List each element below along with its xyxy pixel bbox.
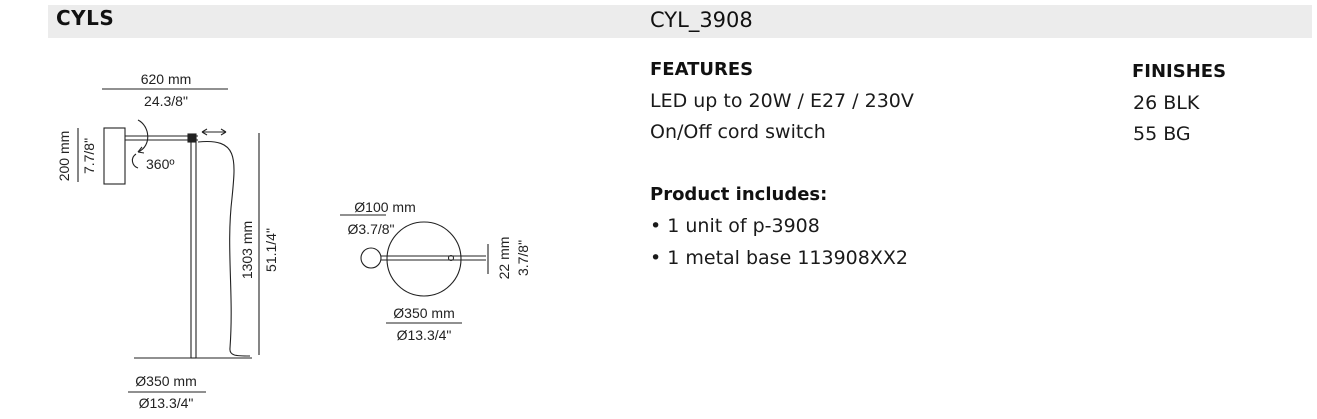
finish-item: 26 BLK: [1133, 92, 1200, 114]
includes-title: Product includes:: [650, 184, 828, 205]
feature-line: On/Off cord switch: [650, 121, 826, 143]
height-in-label: 51.1/4": [263, 228, 279, 272]
features-title: FEATURES: [650, 59, 754, 80]
arm-mm-label: 620 mm: [141, 71, 192, 87]
finish-item: 55 BG: [1133, 123, 1191, 145]
height-mm-label: 1303 mm: [239, 221, 255, 279]
top-head-in-label: Ø3.7/8": [348, 221, 395, 237]
base-mm-label: Ø350 mm: [135, 373, 196, 389]
feature-line: LED up to 20W / E27 / 230V: [650, 90, 914, 112]
product-family: CYLS: [56, 6, 115, 30]
arm-in-label: 24.3/8": [144, 93, 188, 109]
base-in-label: Ø13.3/4": [139, 395, 194, 411]
technical-drawing: 620 mm 24.3/8" 200 mm 7.7/8" 360º 1303 m…: [56, 71, 531, 411]
product-code: CYL_3908: [650, 8, 753, 32]
top-head-mm-label: Ø100 mm: [354, 199, 415, 215]
head-in-label: 7.7/8": [81, 138, 97, 174]
rotation-arrow: [137, 119, 149, 153]
finishes-title: FINISHES: [1132, 61, 1227, 82]
includes-item: • 1 metal base 113908XX2: [650, 247, 908, 269]
rotation-label: 360º: [146, 156, 174, 172]
top-base-mm-label: Ø350 mm: [393, 305, 454, 321]
includes-item: • 1 unit of p-3908: [650, 215, 820, 237]
top-view-head: [360, 247, 382, 269]
base-thick-mm-label: 22 mm: [496, 237, 512, 280]
base-thick-in-label: 3.7/8": [515, 240, 531, 276]
power-cable: [197, 140, 251, 357]
top-base-in-label: Ø13.3/4": [397, 327, 452, 343]
header-bar: [48, 5, 1312, 38]
top-view-base: [386, 221, 462, 297]
lamp-head: [103, 127, 126, 185]
head-mm-label: 200 mm: [56, 131, 72, 182]
